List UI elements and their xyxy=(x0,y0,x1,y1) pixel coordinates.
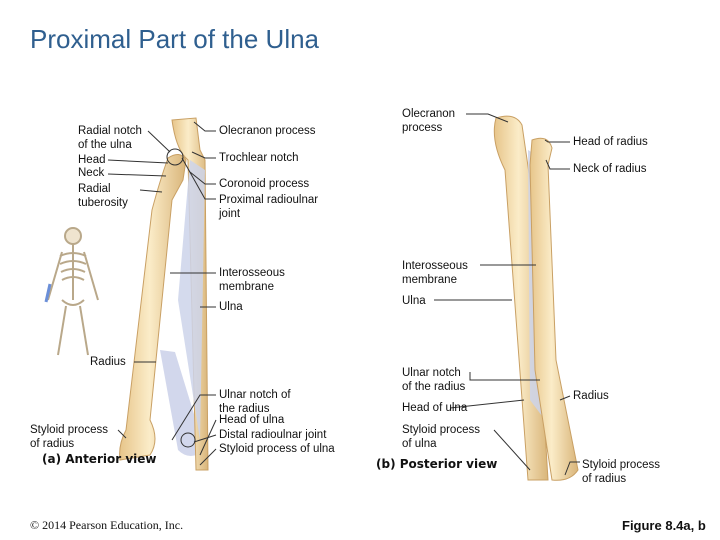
label-olecranon-anterior: Olecranon process xyxy=(219,125,316,137)
label-head: Head xyxy=(78,154,106,166)
anterior-bones xyxy=(119,117,209,471)
label-olecranon-posterior: Olecranon process xyxy=(402,108,456,134)
posterior-bones xyxy=(493,115,579,481)
view-label-posterior: (b) Posterior view xyxy=(376,457,498,471)
leader-lines xyxy=(107,113,580,476)
label-radius-anterior: Radius xyxy=(90,356,126,368)
label-interosseous-posterior: Interosseous membrane xyxy=(402,260,468,286)
label-ulna-posterior: Ulna xyxy=(402,295,426,307)
copyright: © 2014 Pearson Education, Inc. xyxy=(30,518,184,532)
label-styloid-ulna-anterior: Styloid process of ulna xyxy=(219,443,335,455)
view-label-anterior: (a) Anterior view xyxy=(42,452,157,466)
label-distal-radioulnar-joint: Distal radioulnar joint xyxy=(219,429,327,441)
page-title: Proximal Part of the Ulna xyxy=(30,24,320,54)
figure-label: Figure 8.4a, b xyxy=(622,518,706,533)
label-head-ulna-posterior: Head of ulna xyxy=(402,402,468,414)
label-proximal-radioulnar-joint: Proximal radioulnar joint xyxy=(219,194,319,220)
label-styloid-ulna-posterior: Styloid process of ulna xyxy=(402,424,480,450)
label-head-radius: Head of radius xyxy=(573,136,648,148)
label-ulnar-notch-posterior: Ulnar notch of the radius xyxy=(402,367,466,393)
label-ulna-anterior: Ulna xyxy=(219,301,243,313)
label-coronoid-process: Coronoid process xyxy=(219,178,310,190)
label-neck: Neck xyxy=(78,167,105,179)
label-neck-radius: Neck of radius xyxy=(573,163,647,175)
label-ulnar-notch-anterior: Ulnar notch of the radius xyxy=(219,389,291,415)
label-styloid-radius-anterior: Styloid process of radius xyxy=(30,424,108,450)
label-head-ulna-anterior: Head of ulna xyxy=(219,414,285,426)
label-radius-posterior: Radius xyxy=(573,390,609,402)
label-styloid-radius-posterior: Styloid process of radius xyxy=(582,459,660,485)
label-radial-tuberosity: Radial tuberosity xyxy=(78,183,128,209)
label-interosseous-anterior: Interosseous membrane xyxy=(219,267,285,293)
label-trochlear-notch: Trochlear notch xyxy=(219,152,299,164)
skeleton-icon xyxy=(44,227,99,356)
label-radial-notch: Radial notch of the ulna xyxy=(78,125,142,151)
